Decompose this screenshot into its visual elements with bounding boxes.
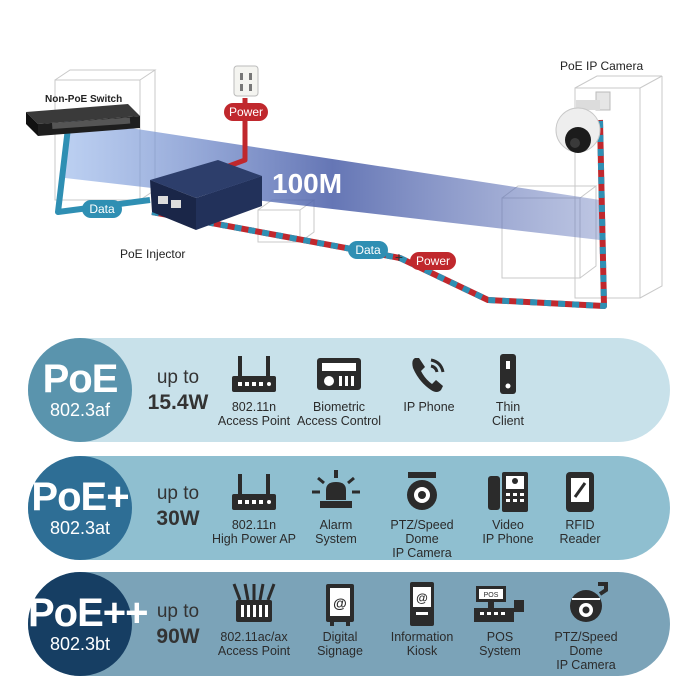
ptz-camera-icon (570, 582, 608, 622)
kiosk-icon: @ (410, 582, 434, 626)
rfid-reader-icon (566, 472, 594, 512)
poe-af-power: up to 15.4W (138, 366, 218, 416)
network-diagram: 100M Non-PoE Switch PoE Injector (26, 59, 663, 309)
switch-label: Non-PoE Switch (45, 94, 122, 105)
phone-icon (412, 358, 445, 392)
poe-af-badge: PoE 802.3af (28, 338, 132, 442)
combo-data-tag: Data (348, 241, 388, 259)
dome-camera-icon (407, 472, 437, 510)
combo-power-tag: Power (410, 252, 456, 270)
alarm-light-icon (312, 470, 360, 508)
power-value: 30W (156, 507, 200, 530)
standard-code: 802.3bt (49, 634, 111, 654)
pos-terminal-icon: POS (474, 586, 524, 622)
svg-text:Data: Data (89, 202, 115, 216)
power-value: 15.4W (147, 391, 209, 414)
injector-label: PoE Injector (120, 247, 185, 261)
svg-text:@: @ (416, 591, 428, 605)
poe-bt-badge: PoE++ 802.3bt (28, 572, 149, 676)
standard-code: 802.3af (49, 400, 111, 420)
router-icon (232, 474, 276, 510)
thin-client-icon (500, 354, 516, 394)
svg-text:Power: Power (416, 254, 450, 268)
wall-outlet-icon (233, 65, 259, 97)
camera-icon (555, 91, 611, 153)
poe-bt-power: up to 90W (138, 600, 218, 650)
standard-name: PoE (42, 357, 119, 401)
data-tag: Data (82, 200, 122, 218)
standard-code: 802.3at (49, 518, 111, 538)
poe-at-power: up to 30W (138, 482, 218, 532)
video-phone-icon (488, 472, 528, 512)
speed-label: 100M (272, 168, 342, 199)
up-to-label: up to (156, 483, 200, 504)
digital-signage-icon: @ (326, 584, 354, 626)
up-to-label: up to (156, 601, 200, 622)
svg-text:POS: POS (484, 592, 499, 599)
standard-name: PoE++ (28, 591, 149, 635)
injector-icon (150, 160, 262, 230)
biometric-reader-icon (317, 358, 361, 390)
power-value: 90W (156, 625, 200, 648)
bandwidth-beam (65, 118, 600, 240)
standard-name: PoE+ (31, 475, 129, 519)
switch-icon (26, 104, 140, 136)
poe-at-badge: PoE+ 802.3at (28, 456, 132, 560)
poe-cable (151, 119, 607, 309)
up-to-label: up to (156, 367, 200, 388)
router-icon (232, 356, 276, 392)
svg-text:Power: Power (229, 105, 263, 119)
multi-antenna-ap-icon (232, 583, 276, 622)
svg-text:Data: Data (355, 243, 381, 257)
plus-sign: + (395, 249, 403, 265)
power-tag: Power (224, 103, 268, 121)
camera-label: PoE IP Camera (560, 59, 643, 73)
svg-text:@: @ (333, 595, 347, 611)
device-ip-phone: IP Phone (379, 352, 479, 414)
